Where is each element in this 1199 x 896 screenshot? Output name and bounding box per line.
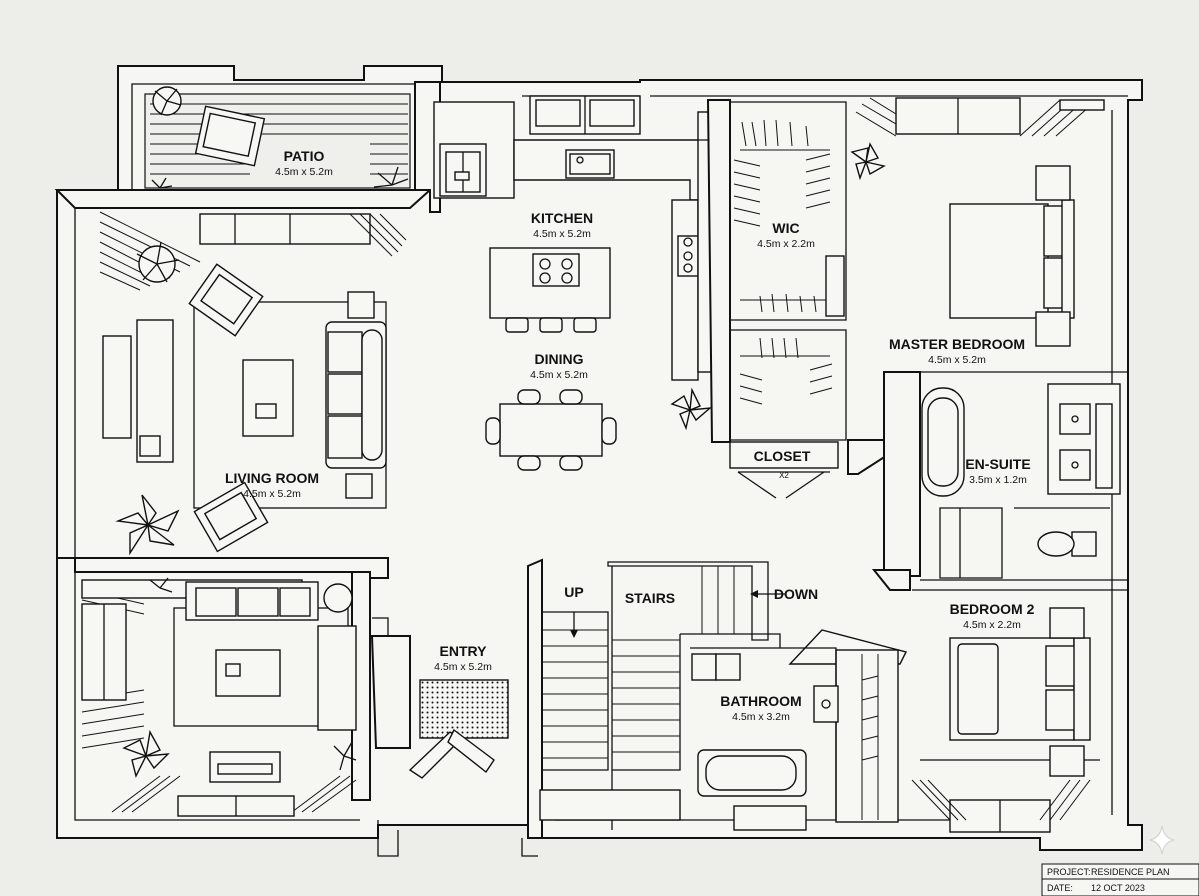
room-dims-wic: 4.5m x 2.2m bbox=[757, 238, 815, 250]
bedroom-2 bbox=[788, 589, 1128, 833]
sink-icon bbox=[565, 149, 615, 179]
date-label: DATE: bbox=[1047, 883, 1073, 893]
plant-icon bbox=[850, 142, 886, 181]
sparkle-icon bbox=[1149, 825, 1175, 855]
walk-in-closet: X2 bbox=[706, 99, 887, 499]
plant-icon bbox=[115, 494, 180, 556]
room-label-closet: CLOSET bbox=[754, 448, 811, 464]
bathtub-icon bbox=[921, 387, 965, 497]
bathroom bbox=[680, 633, 839, 831]
stair-label-down: DOWN bbox=[774, 586, 818, 602]
room-label-stairs: STAIRS bbox=[625, 590, 675, 606]
room-label-wic: WIC bbox=[772, 220, 799, 236]
bed-icon bbox=[949, 637, 1091, 741]
date-value: 12 OCT 2023 bbox=[1091, 883, 1145, 893]
sink-icon bbox=[1059, 403, 1091, 481]
project-label: PROJECT: bbox=[1047, 867, 1091, 877]
room-label-bathroom: BATHROOM bbox=[720, 693, 801, 709]
room-label-entry: ENTRY bbox=[440, 643, 488, 659]
closet-door-mark: X2 bbox=[779, 471, 789, 480]
room-dims-dining: 4.5m x 5.2m bbox=[530, 369, 588, 381]
plant-icon bbox=[373, 166, 409, 188]
bathtub-icon bbox=[697, 749, 807, 797]
room-label-dining: DINING bbox=[535, 351, 584, 367]
en-suite bbox=[871, 371, 1128, 591]
room-label-bedroom-2: BEDROOM 2 bbox=[950, 601, 1035, 617]
room-dims-kitchen: 4.5m x 5.2m bbox=[533, 228, 591, 240]
toilet-icon bbox=[691, 653, 741, 681]
patio bbox=[144, 86, 411, 189]
room-dims-en-suite: 3.5m x 1.2m bbox=[969, 474, 1027, 486]
room-labels: PATIO 4.5m x 5.2m KITCHEN 4.5m x 5.2m WI… bbox=[225, 148, 1035, 723]
project-value: RESIDENCE PLAN bbox=[1091, 867, 1170, 877]
room-dims-patio: 4.5m x 5.2m bbox=[275, 166, 333, 178]
stairs bbox=[527, 558, 786, 839]
stove-icon bbox=[532, 253, 580, 287]
sofa-icon bbox=[185, 581, 319, 621]
armchair-icon bbox=[193, 481, 269, 553]
plant-icon bbox=[152, 86, 182, 116]
room-dims-entry: 4.5m x 5.2m bbox=[434, 661, 492, 673]
entry bbox=[370, 617, 538, 857]
dining-table-icon bbox=[485, 389, 617, 471]
room-dims-bathroom: 4.5m x 3.2m bbox=[732, 711, 790, 723]
sink-icon bbox=[813, 685, 839, 723]
armchair-icon bbox=[188, 263, 264, 337]
plant-icon bbox=[122, 729, 170, 779]
toilet-icon bbox=[1037, 531, 1097, 557]
room-label-kitchen: KITCHEN bbox=[531, 210, 593, 226]
stair-label-up: UP bbox=[564, 584, 583, 600]
plant-icon bbox=[149, 577, 173, 593]
title-block: PROJECT: RESIDENCE PLAN DATE: 12 OCT 202… bbox=[1041, 863, 1199, 896]
sofa-icon bbox=[325, 321, 387, 469]
plant-icon bbox=[670, 387, 713, 431]
plant-icon bbox=[333, 741, 357, 771]
plant-icon bbox=[136, 241, 180, 283]
room-label-master-bedroom: MASTER BEDROOM bbox=[889, 336, 1025, 352]
room-label-living-room: LIVING ROOM bbox=[225, 470, 319, 486]
plant-icon bbox=[151, 177, 173, 189]
bed-icon bbox=[949, 199, 1075, 319]
room-label-patio: PATIO bbox=[284, 148, 325, 164]
room-label-en-suite: EN-SUITE bbox=[965, 456, 1030, 472]
room-dims-master-bedroom: 4.5m x 5.2m bbox=[928, 354, 986, 366]
dining bbox=[485, 387, 713, 471]
room-dims-bedroom-2: 4.5m x 2.2m bbox=[963, 619, 1021, 631]
stove-icon bbox=[677, 235, 699, 277]
room-dims-living-room: 4.5m x 5.2m bbox=[243, 488, 301, 500]
refrigerator-icon bbox=[439, 143, 487, 197]
armchair-icon bbox=[194, 105, 266, 167]
living-room bbox=[99, 211, 407, 556]
master-bedroom bbox=[850, 97, 1105, 347]
lower-left-room bbox=[57, 557, 389, 817]
